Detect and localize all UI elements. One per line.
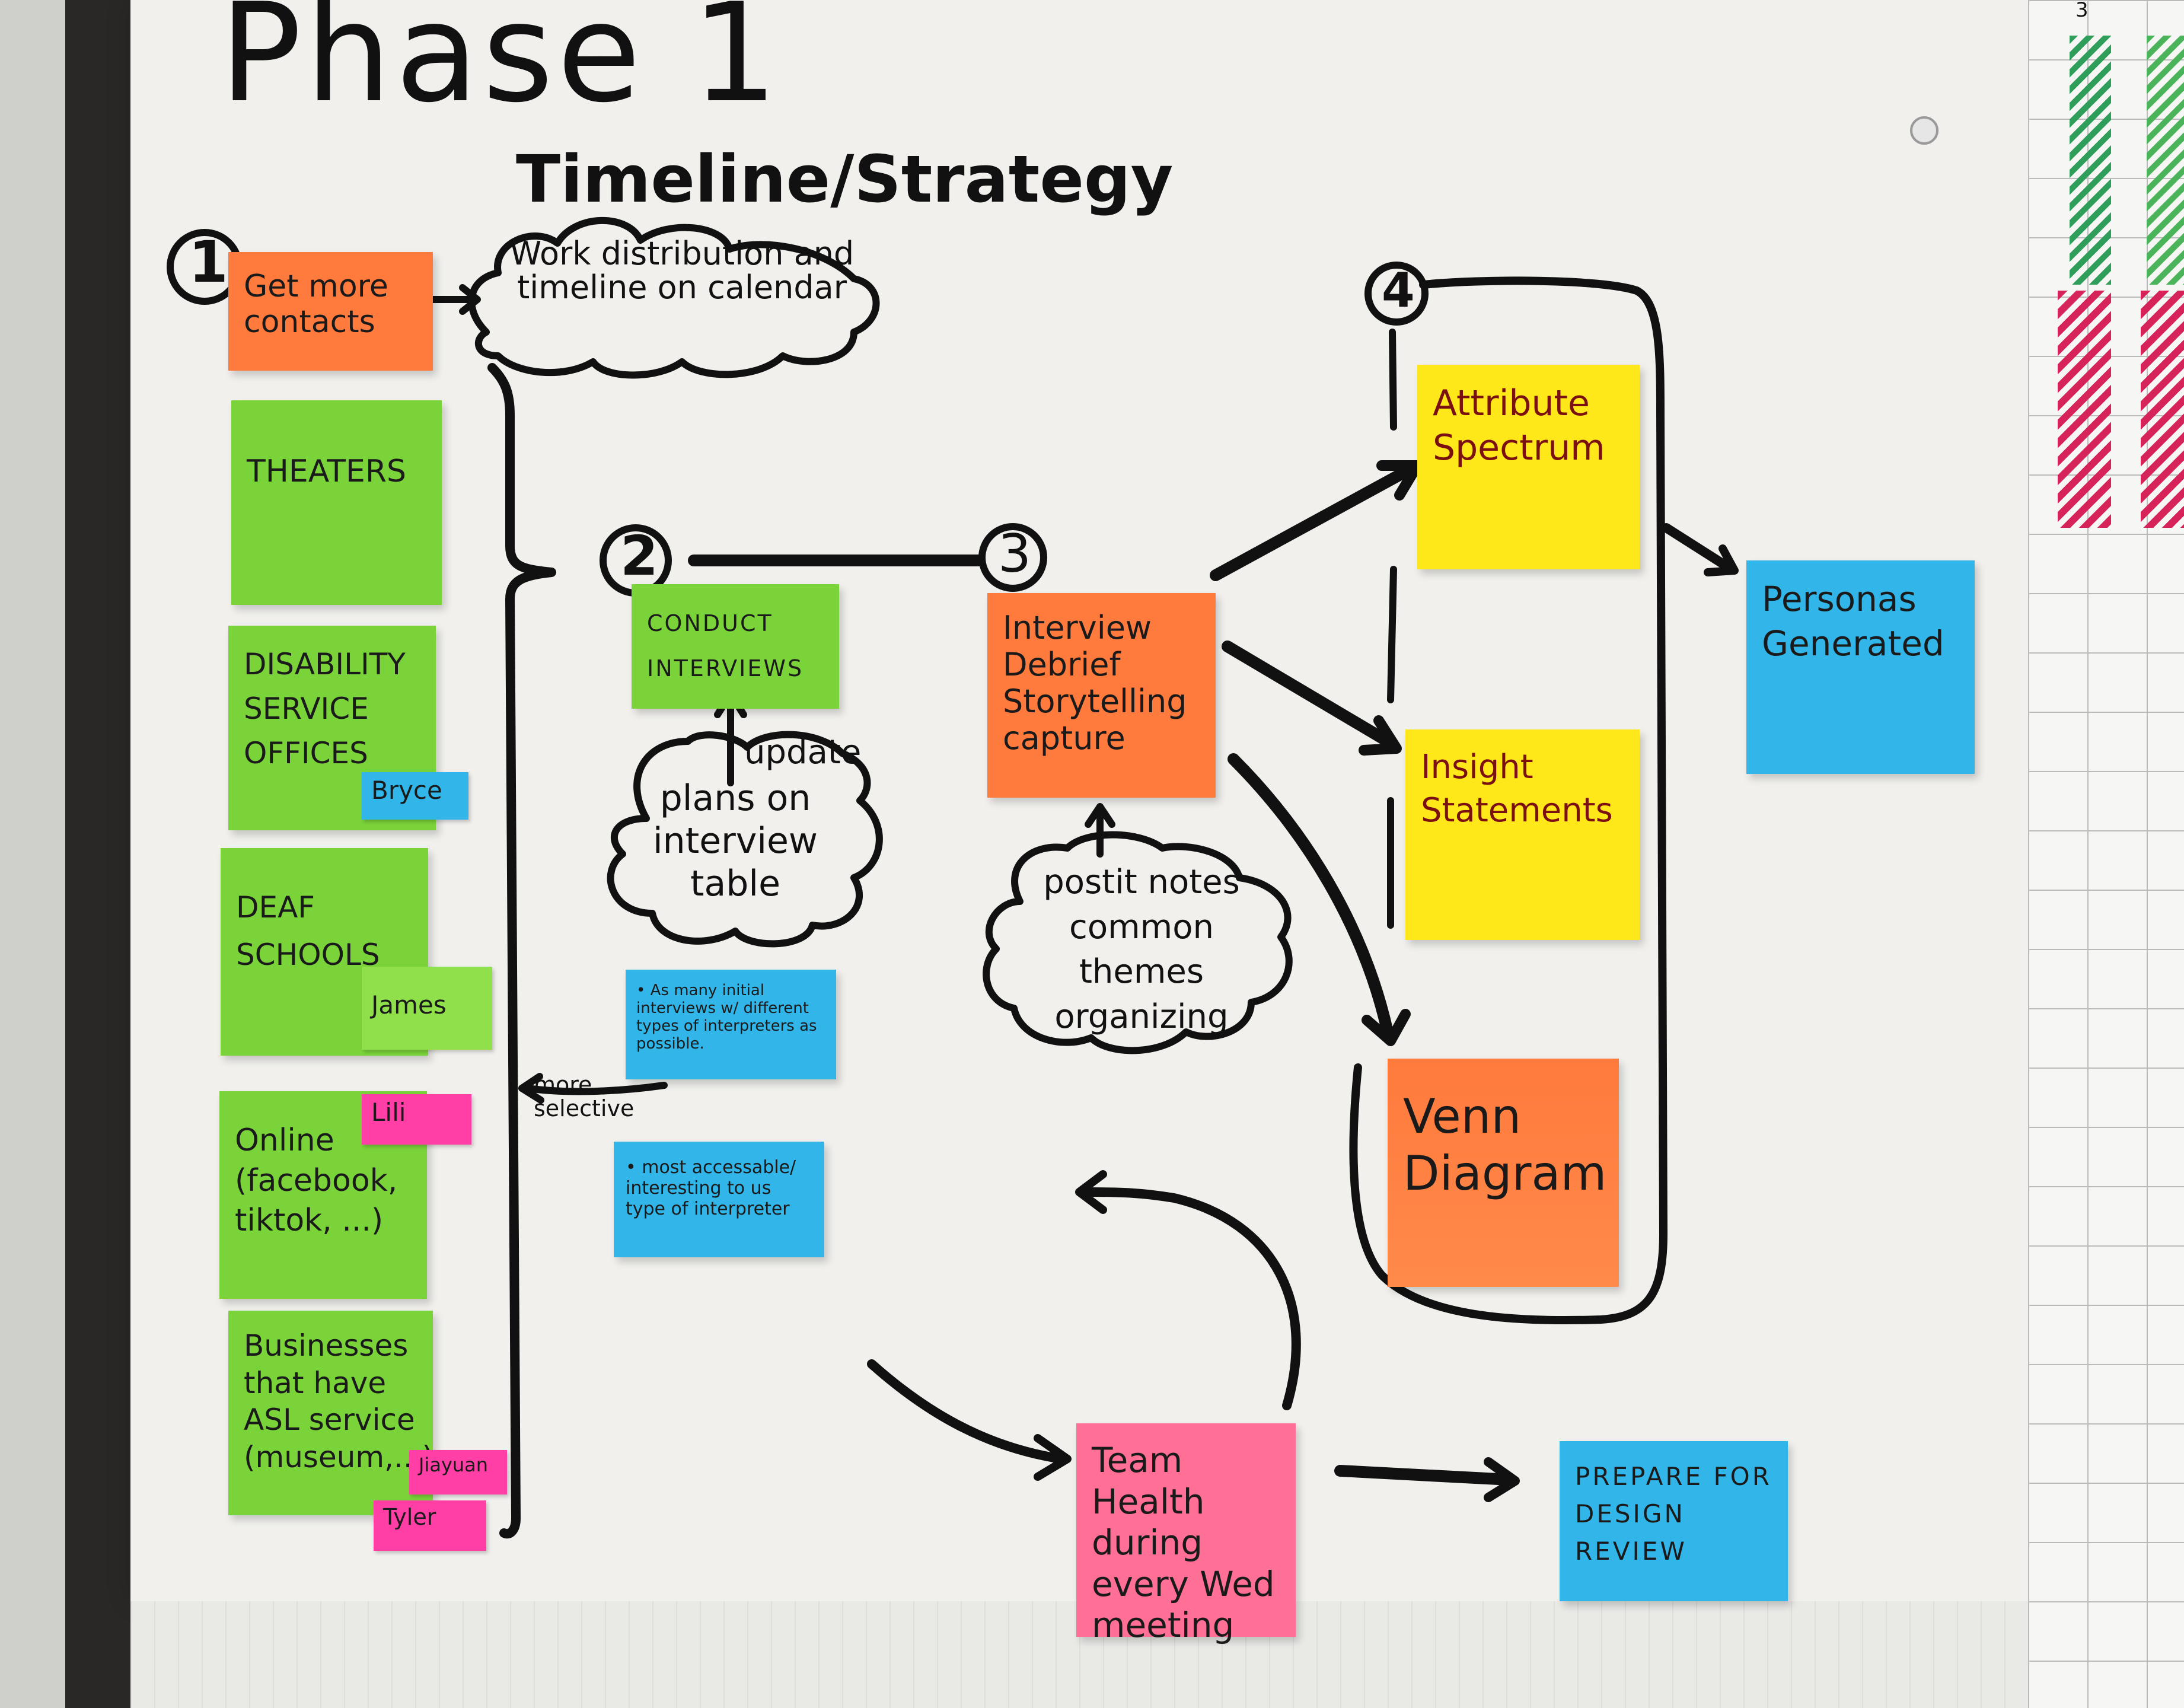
green-hatching (2070, 36, 2111, 285)
cloud-text-plans: plans on interview table (653, 777, 818, 904)
pushpin-icon (1910, 116, 1939, 145)
sticky-note-venn-diagram: Venn Diagram (1388, 1059, 1619, 1287)
sticky-note-interview-debrief: Interview Debrief Storytelling capture (987, 593, 1216, 798)
sticky-note-attribute-spectrum: Attribute Spectrum (1417, 365, 1640, 569)
name-tag-bryce: Bryce (362, 772, 468, 820)
board-subtitle: Timeline/Strategy (516, 141, 1174, 217)
side-sheet-label: 3 (2075, 0, 2089, 22)
sticky-note-prepare-design-review: PREPARE FOR DESIGN REVIEW (1560, 1441, 1788, 1601)
cloud-text-postit-notes: postit notes common themes organizing (1043, 863, 1240, 1036)
step-number-3: 3 (998, 523, 1031, 584)
wall (0, 0, 65, 1708)
cloud-text-work-distribution: Work distribution and timeline on calend… (509, 235, 855, 306)
more-selective-label: more selective (534, 1072, 635, 1121)
sticky-note-theaters: THEATERS (231, 400, 442, 605)
sticky-note-personas-generated: Personas Generated (1746, 560, 1975, 774)
green-hatching (2147, 36, 2184, 285)
side-grid-sheet: 3 (2028, 0, 2184, 1708)
red-hatching (2141, 291, 2184, 528)
board-title: Phase 1 (219, 0, 782, 133)
sticky-note-team-health: Team Health during every Wed meeting (1076, 1423, 1296, 1645)
name-tag-jiayuan: Jiayuan (409, 1450, 507, 1494)
update-label: update (744, 733, 862, 772)
board-frame (65, 0, 130, 1708)
name-tag-james: James (362, 967, 492, 1050)
red-hatching (2058, 291, 2111, 528)
step-circle-4 (1364, 262, 1429, 326)
sticky-note-most-accessible: • most accessable/ interesting to us typ… (614, 1142, 824, 1257)
name-tag-lili: Lili (362, 1094, 471, 1145)
sticky-note-conduct-interviews: CONDUCT INTERVIEWS (632, 584, 839, 709)
sticky-note-businesses: Businesses that have ASL service (museum… (228, 1311, 433, 1515)
sticky-note-insight-statements: Insight Statements (1405, 729, 1640, 940)
name-tag-tyler: Tyler (374, 1500, 486, 1551)
sticky-note-get-more-contacts: Get more contacts (228, 252, 433, 371)
step-number-4: 4 (1382, 263, 1415, 318)
step-number-1: 1 (189, 229, 228, 295)
step-number-2: 2 (620, 524, 659, 588)
sticky-note-initial-interviews: • As many initial interviews w/ differen… (626, 970, 836, 1079)
